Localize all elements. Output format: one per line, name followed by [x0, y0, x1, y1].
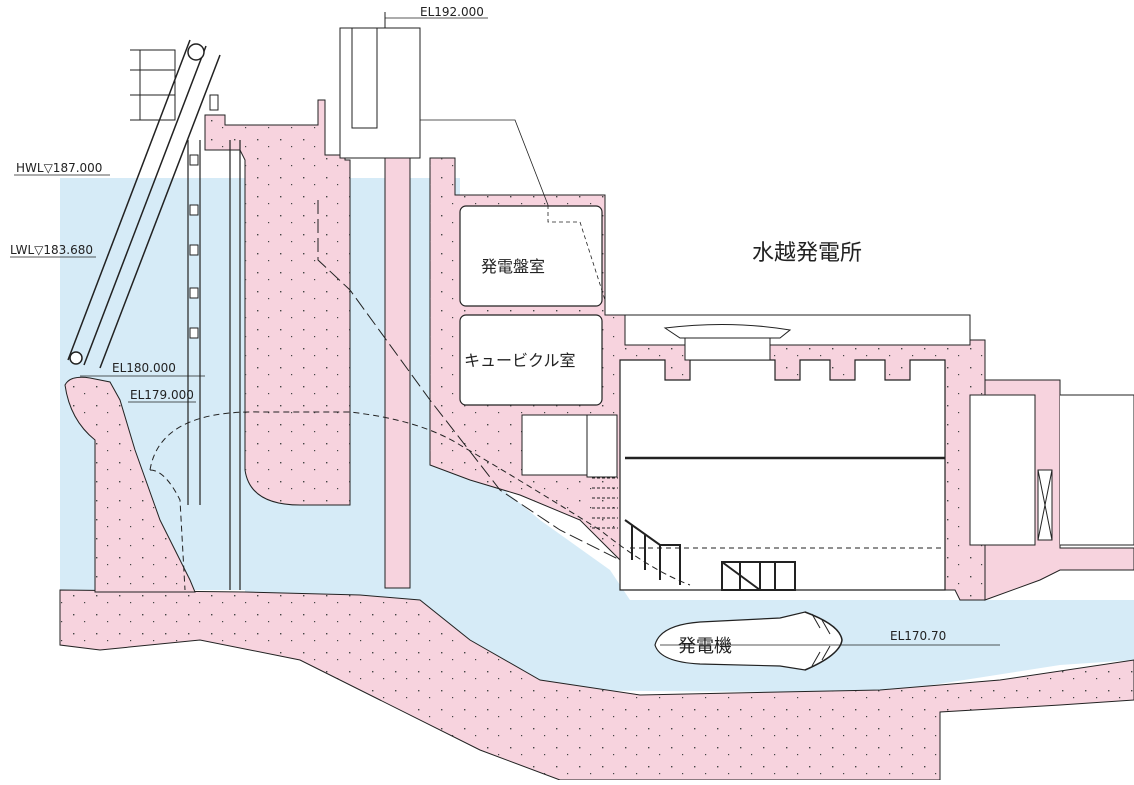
cubicle-room: [459, 314, 603, 406]
equipment-box: [521, 414, 588, 476]
elevation-top: EL192.000: [420, 5, 484, 19]
generator-label: 発電機: [678, 636, 732, 657]
trash-rack: [67, 39, 221, 369]
machine-hall: [619, 359, 946, 591]
hoist-frame: [130, 49, 219, 121]
control-panel-room-label: 発電盤室: [481, 257, 545, 276]
elevation-hwl: HWL▽187.000: [16, 161, 102, 175]
station-title: 水越発電所: [752, 241, 862, 266]
gate-house: [339, 12, 421, 159]
elevation-180: EL180.000: [112, 361, 176, 375]
outbuilding-room: [969, 394, 1036, 546]
elevation-lwl: LWL▽183.680: [10, 243, 93, 257]
control-panel-room: [459, 205, 603, 307]
penstock-dashed: [149, 411, 691, 586]
cubicle-room-label: キュービクル室: [464, 351, 576, 370]
center-wall: [384, 157, 411, 589]
stairs: [592, 477, 618, 529]
elevation-179: EL179.000: [130, 388, 194, 402]
elevation-170: EL170.70: [890, 629, 946, 643]
intake-gate-rails: [187, 140, 241, 590]
